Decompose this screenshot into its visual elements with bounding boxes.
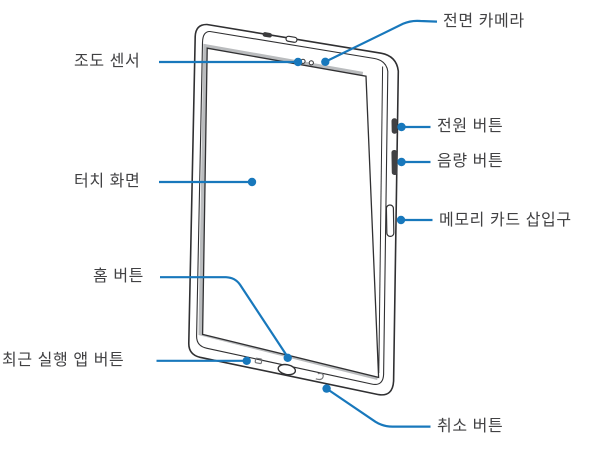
callout-line-back-button [325, 387, 431, 428]
front-camera-icon [308, 60, 314, 66]
tablet-rim-line [196, 30, 389, 385]
back-icon [315, 372, 324, 381]
callout-dot-illuminance-sensor [293, 57, 303, 67]
callout-dot-touch-screen [247, 177, 257, 187]
label-front-camera: 전면 카메라 [443, 13, 525, 30]
home-button-icon [277, 363, 297, 376]
callout-dot-front-camera [321, 57, 330, 66]
callout-dot-memory-card-slot [396, 215, 406, 225]
callout-dot-power-button [397, 122, 406, 132]
label-memory-card-slot: 메모리 카드 삽입구 [439, 212, 572, 229]
volume-button-icon [391, 149, 398, 176]
top-edge-port-icon [285, 35, 298, 43]
power-button-icon [391, 118, 398, 134]
top-edge-slot-icon [262, 32, 272, 38]
callout-line-home-button [160, 276, 289, 358]
callout-dot-volume-button [397, 157, 406, 167]
label-home-button: 홈 버튼 [93, 268, 145, 285]
label-touch-screen: 터치 화면 [74, 173, 141, 190]
label-recent-apps-button: 최근 실행 앱 버튼 [2, 352, 125, 369]
label-back-button: 취소 버튼 [437, 418, 504, 435]
label-illuminance-sensor: 조도 센서 [74, 53, 141, 70]
callout-dot-back-button [322, 384, 331, 393]
tablet-side-edge-line [378, 66, 384, 374]
touch-screen-surface [201, 47, 380, 379]
label-volume-button: 음량 버튼 [437, 153, 504, 170]
label-power-button: 전원 버튼 [437, 118, 504, 135]
recent-apps-icon [254, 357, 263, 365]
callout-dot-recent-apps-button [242, 356, 251, 365]
callout-dot-home-button [283, 353, 292, 362]
callout-line-front-camera [324, 19, 438, 63]
memory-card-slot-icon [385, 204, 395, 237]
